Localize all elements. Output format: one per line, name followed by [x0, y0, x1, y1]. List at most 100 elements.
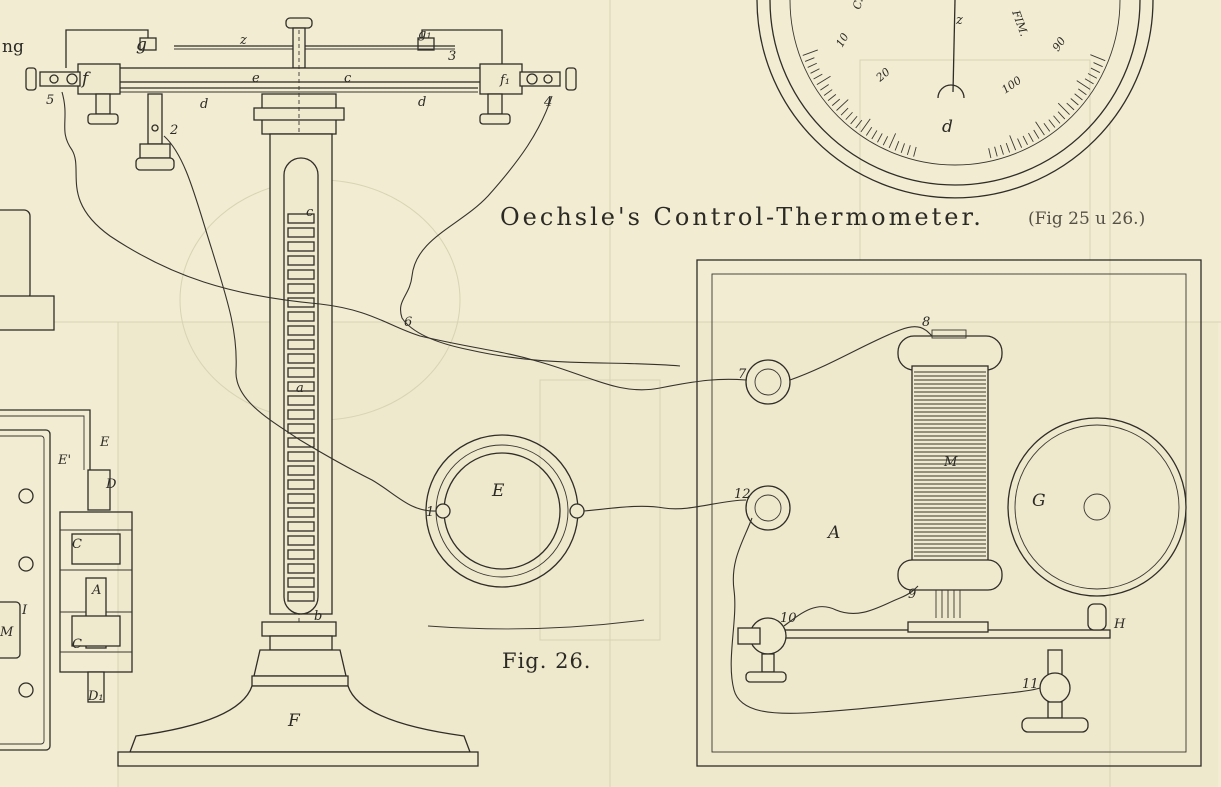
coil-segment	[287, 367, 315, 378]
plate-title-figures: (Fig 25 u 26.)	[1028, 209, 1145, 229]
contact-thermometer-apparatus	[25, 17, 577, 767]
dial-tick	[1028, 132, 1034, 143]
coil-segment	[287, 283, 315, 294]
dial-tick	[1053, 115, 1061, 124]
dial-tick	[1017, 138, 1023, 148]
dial-tick	[1048, 119, 1056, 128]
dial-tick	[1057, 111, 1066, 120]
label-e: e	[252, 71, 260, 86]
dial-tick	[1009, 135, 1017, 151]
dial-tick	[1078, 88, 1087, 96]
dial-tick	[813, 73, 823, 80]
dial-tick	[823, 89, 833, 96]
dial-tick	[1084, 78, 1094, 85]
electromagnet-winding	[914, 371, 986, 557]
coil-segment	[287, 549, 315, 560]
dial-tick	[882, 136, 889, 146]
apparatus-labels: g g₁ z 3 f f₁ e c d d 5 4 2 c a b 6 F	[46, 27, 552, 731]
coil-segment	[287, 241, 315, 252]
dial-tick	[836, 99, 849, 111]
dial-tick	[855, 119, 863, 129]
label-a-tube: a	[296, 381, 304, 396]
dial-tick	[1043, 123, 1051, 132]
dial-tick	[1066, 102, 1075, 111]
dial-tick	[850, 115, 858, 125]
dial-tick	[1022, 135, 1028, 146]
left-label-C: C	[72, 537, 82, 552]
dial-tick	[831, 98, 841, 106]
dial-tick	[816, 75, 831, 86]
corner-text-fragment: ng	[2, 37, 24, 57]
label-4: 4	[543, 95, 552, 110]
coil-segment	[287, 409, 315, 420]
left-label-D: D	[105, 477, 117, 492]
label-10: 10	[780, 611, 797, 626]
label-9: 9	[908, 587, 916, 602]
label-7: 7	[738, 367, 747, 382]
dial-scale-ticks	[802, 49, 1106, 159]
dial-tick	[906, 145, 911, 155]
left-label-C1: C	[72, 637, 82, 652]
coil-segment	[287, 381, 315, 392]
left-label-I: I	[21, 603, 28, 618]
coil-segment	[287, 521, 315, 532]
coil-segment	[287, 437, 315, 448]
left-label-E: E	[99, 435, 110, 450]
dial-number-10: 10	[833, 31, 851, 50]
coil-segment	[287, 507, 315, 518]
label-3a: 3	[448, 49, 456, 64]
dial-tick	[1090, 54, 1106, 62]
dial-tick	[1093, 62, 1103, 68]
coil-segment	[287, 353, 315, 364]
dial-tick	[871, 130, 878, 140]
coil-segment	[287, 255, 315, 266]
coil-segment	[287, 577, 315, 588]
dial-tick	[810, 68, 820, 74]
dial-tick	[802, 49, 818, 56]
label-A: A	[826, 523, 840, 543]
label-H: H	[1113, 617, 1126, 632]
dial-tick	[1000, 144, 1004, 155]
dial-tick	[1035, 121, 1045, 136]
dial-tick	[900, 143, 905, 153]
label-f1: f₁	[499, 73, 510, 88]
coil-segment	[287, 311, 315, 322]
dial-tick	[1005, 142, 1011, 153]
label-c-tube: c	[306, 205, 314, 220]
dial-tick	[1070, 98, 1079, 106]
label-8: 8	[922, 315, 930, 330]
label-b-tube: b	[314, 609, 322, 624]
coil-segment	[287, 213, 315, 224]
dial-tick	[888, 133, 897, 149]
dial-tick	[804, 57, 815, 62]
left-label-A: A	[91, 583, 101, 598]
coil-segment	[287, 591, 315, 602]
coil-segment	[287, 395, 315, 406]
dial-tick	[820, 84, 829, 91]
label-1: 1	[426, 505, 434, 520]
coil-segment	[287, 227, 315, 238]
coil-segment	[287, 269, 315, 280]
dial-tick	[1076, 80, 1091, 90]
label-2: 2	[169, 123, 178, 138]
coil-segment	[287, 339, 315, 350]
dial-tick	[994, 146, 998, 157]
coil-segment	[287, 493, 315, 504]
label-g: g	[136, 35, 147, 55]
dial-tick	[827, 94, 837, 101]
figure-caption: Fig. 26.	[502, 649, 591, 673]
label-d-right: d	[418, 95, 426, 110]
dial-tick	[860, 118, 871, 133]
dial-tick	[1090, 67, 1101, 73]
connecting-wires	[61, 91, 1041, 714]
dial-tick	[845, 111, 853, 120]
coil-segment	[287, 465, 315, 476]
left-label-M: M	[0, 625, 14, 640]
label-12: 12	[734, 487, 751, 502]
dial-tick	[840, 107, 849, 116]
label-5: 5	[46, 93, 54, 108]
label-G: G	[1032, 491, 1046, 511]
signal-box-A: 7 8 9 10 11 12 M A G H	[696, 259, 1202, 767]
dial-tick	[877, 133, 883, 143]
